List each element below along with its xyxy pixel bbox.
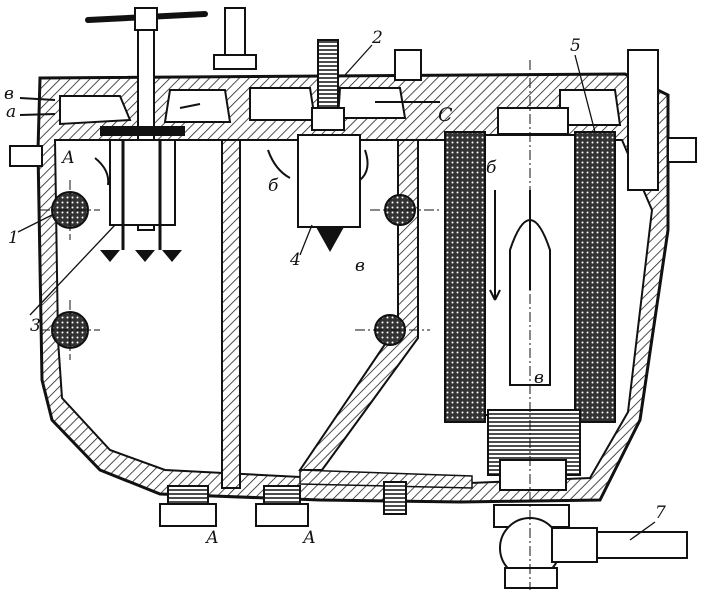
outlet-fitting: [493, 504, 688, 589]
chamber-base-wall: [299, 469, 473, 489]
callout-a-top: а: [6, 102, 17, 122]
callout-7: 7: [655, 503, 666, 523]
callout-5: 5: [570, 36, 581, 56]
callout-A-left: А: [62, 148, 75, 168]
valve-body: [297, 134, 361, 228]
bottom-stud: [383, 481, 407, 515]
callout-C: С: [438, 104, 453, 126]
callout-A-bottom-2: А: [303, 528, 316, 548]
left-nipple: [9, 145, 43, 167]
leader-lines: [17, 44, 656, 541]
bleed-screw-body: [311, 107, 345, 131]
callout-A-bottom-1: А: [206, 528, 219, 548]
partition-left: [221, 139, 241, 489]
callout-v-mid: в: [355, 256, 365, 276]
callout-v-top: в: [4, 84, 14, 104]
drain-plug-left: [159, 485, 217, 527]
callout-b-filter: б: [486, 158, 497, 178]
side-nipple: [667, 137, 697, 163]
left-boss-upper: [51, 191, 89, 229]
centre-lines: [40, 60, 531, 590]
callout-b-mid: б: [268, 176, 279, 196]
callout-v-low: в: [534, 368, 544, 388]
corner-bolt: [627, 49, 659, 191]
callout-3: 3: [30, 316, 41, 336]
callout-2: 2: [372, 28, 383, 48]
bleed-screw: [317, 39, 339, 111]
drain-plug-right: [255, 485, 309, 527]
t-handle-valve: [85, 7, 208, 262]
left-boss-lower: [51, 311, 89, 349]
callout-1: 1: [8, 228, 19, 248]
top-fitting-nut: [213, 54, 257, 70]
callout-4: 4: [290, 250, 301, 270]
cover-bolt: [394, 49, 422, 81]
valve-tip: [316, 227, 344, 252]
